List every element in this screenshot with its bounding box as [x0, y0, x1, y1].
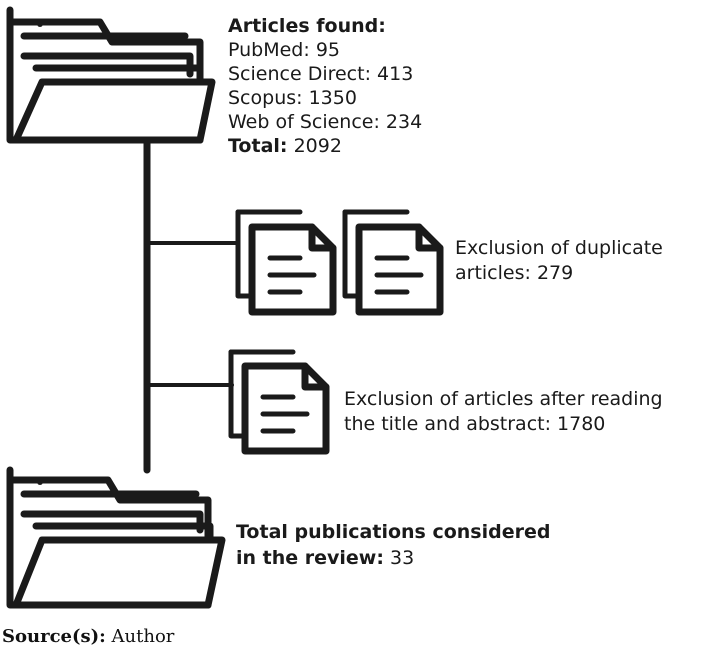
duplicates-exclusion-text: Exclusion of duplicate articles: 279: [455, 237, 663, 284]
final-publications-text: Total publications considered in the rev…: [236, 521, 551, 569]
document-icon-2: [342, 209, 444, 316]
articles-found-box: Articles found: PubMed: 95 Science Direc…: [228, 14, 422, 158]
bottom-folder-icon: [6, 466, 226, 609]
document-icon-3: [228, 349, 330, 455]
top-folder-icon: [6, 6, 216, 144]
source-row: PubMed: 95: [228, 39, 341, 61]
source-caption: Source(s): Author: [2, 626, 175, 647]
source-row: Science Direct: 413: [228, 63, 414, 85]
articles-found-heading: Articles found:: [228, 15, 386, 37]
document-icon-1: [235, 209, 337, 316]
source-row: Scopus: 1350: [228, 87, 357, 109]
total-row: Total: 2092: [228, 135, 342, 157]
source-row: Web of Science: 234: [228, 111, 423, 133]
title-abstract-exclusion-text: Exclusion of articles after reading the …: [344, 388, 663, 435]
